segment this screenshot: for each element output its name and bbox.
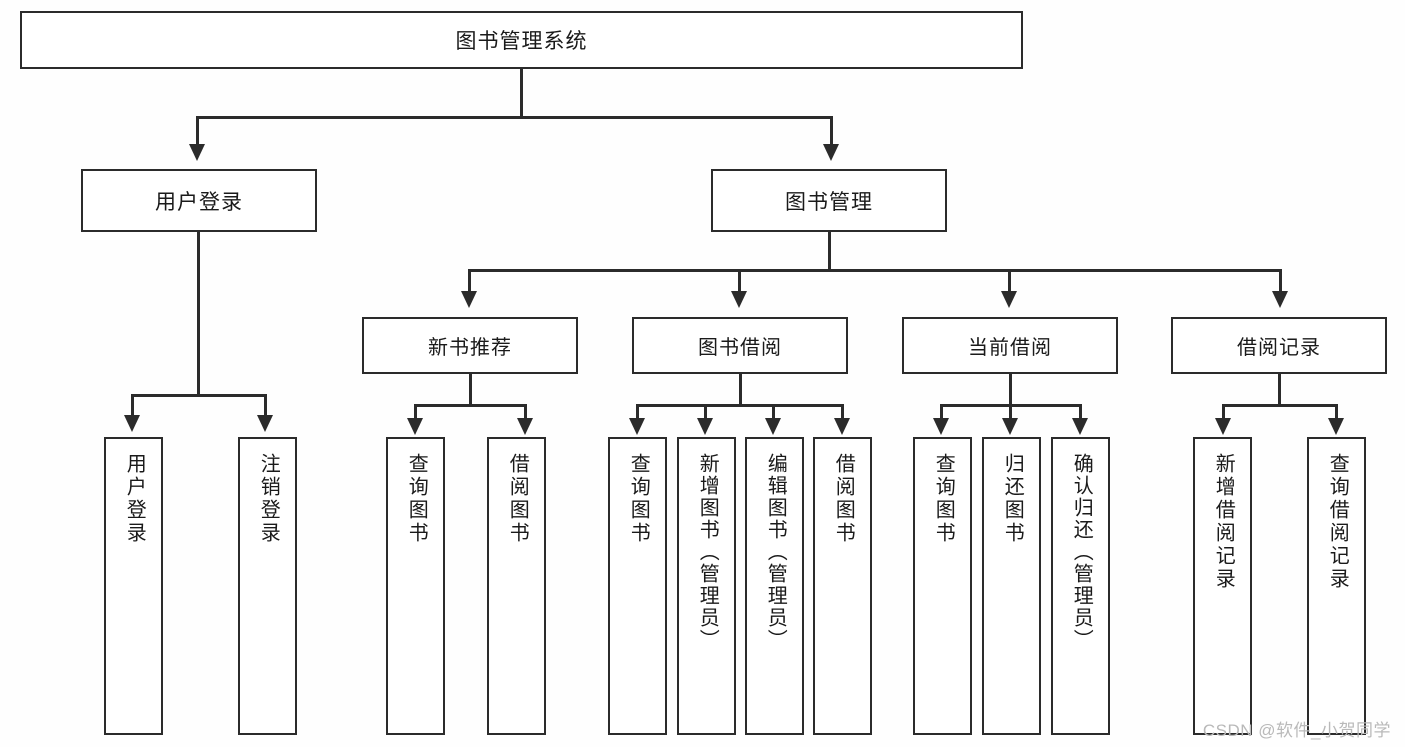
node-label: 图书管理 [785,190,873,214]
leaf-logout[interactable]: 注销登录 [238,437,297,735]
arrowhead-login-to-leaf0 [124,415,140,432]
node-book-management[interactable]: 图书管理 [711,169,947,232]
leaf-query-book-current[interactable]: 查询图书 [913,437,972,735]
node-label: 用户登录 [123,453,146,545]
edge-current-stem [1009,374,1012,406]
leaf-query-book-recommend[interactable]: 查询图书 [386,437,445,735]
edge-records-bus [1222,404,1338,407]
edge-records-to-leaf11 [1222,404,1225,420]
edge-login-to-leaf1 [264,394,267,417]
edge-borrow-to-leaf5 [704,404,707,420]
arrowhead-newbook-to-leaf3 [517,418,533,435]
node-label: 当前借阅 [968,337,1052,359]
arrowhead-records-to-leaf11 [1215,418,1231,435]
leaf-add-borrow-record[interactable]: 新增借阅记录 [1193,437,1252,735]
edge-bookmgmt-bus [468,269,1282,272]
arrowhead-root-to-bookmgmt [823,144,839,161]
edge-records-to-leaf12 [1335,404,1338,420]
node-label: 查询图书 [627,453,650,545]
leaf-query-book-borrow[interactable]: 查询图书 [608,437,667,735]
edge-borrow-to-leaf7 [841,404,844,420]
edge-newbook-to-leaf3 [524,404,527,420]
leaf-return-book[interactable]: 归还图书 [982,437,1041,735]
edge-current-to-leaf8 [940,404,943,420]
node-label: 注销登录 [257,453,280,545]
leaf-borrow-book[interactable]: 借阅图书 [813,437,872,735]
edge-current-to-leaf10 [1079,404,1082,420]
node-root-system[interactable]: 图书管理系统 [20,11,1023,69]
edge-bookmgmt-to-borrow [738,269,741,293]
edge-newbook-bus [414,404,527,407]
edge-bookmgmt-stem [828,232,831,271]
arrowhead-current-to-leaf9 [1002,418,1018,435]
arrowhead-root-to-login [189,144,205,161]
node-label: 新增借阅记录 [1212,453,1235,591]
arrowhead-borrow-to-leaf7 [834,418,850,435]
edge-root-bus [196,116,833,119]
arrowhead-borrow-to-leaf5 [697,418,713,435]
edge-root-to-bookmgmt [830,116,833,146]
arrowhead-current-to-leaf8 [933,418,949,435]
arrowhead-current-to-leaf10 [1072,418,1088,435]
node-label: 新增图书（管理员） [696,453,719,651]
arrowhead-borrow-to-leaf4 [629,418,645,435]
arrowhead-bookmgmt-to-borrow [731,291,747,308]
node-label: 用户登录 [155,190,243,214]
node-book-borrow[interactable]: 图书借阅 [632,317,848,374]
edge-login-stem [197,232,200,396]
arrowhead-borrow-to-leaf6 [765,418,781,435]
arrowhead-login-to-leaf1 [257,415,273,432]
edge-borrow-to-leaf6 [772,404,775,420]
edge-login-bus [131,394,266,397]
node-label: 借阅记录 [1237,337,1321,359]
edge-newbook-stem [469,374,472,406]
node-label: 新书推荐 [428,337,512,359]
edge-borrow-bus [636,404,844,407]
leaf-borrow-book-recommend[interactable]: 借阅图书 [487,437,546,735]
node-label: 图书借阅 [698,337,782,359]
node-label: 查询图书 [932,453,955,545]
node-current-borrow[interactable]: 当前借阅 [902,317,1118,374]
node-label: 图书管理系统 [455,30,588,53]
node-user-login[interactable]: 用户登录 [81,169,317,232]
arrowhead-bookmgmt-to-newbook [461,291,477,308]
edge-root-to-login [196,116,199,146]
edge-borrow-stem [739,374,742,406]
node-label: 借阅图书 [506,453,529,545]
node-label: 借阅图书 [832,453,855,545]
node-label: 查询借阅记录 [1326,453,1349,591]
edge-root-stem [520,69,523,118]
edge-newbook-to-leaf2 [414,404,417,420]
edge-bookmgmt-to-records [1279,269,1282,293]
node-label: 编辑图书（管理员） [764,453,787,651]
arrowhead-bookmgmt-to-current [1001,291,1017,308]
leaf-confirm-return-admin[interactable]: 确认归还（管理员） [1051,437,1110,735]
node-borrow-records[interactable]: 借阅记录 [1171,317,1387,374]
node-label: 归还图书 [1001,453,1024,545]
leaf-query-borrow-record[interactable]: 查询借阅记录 [1307,437,1366,735]
arrowhead-records-to-leaf12 [1328,418,1344,435]
node-label: 确认归还（管理员） [1070,453,1093,651]
arrowhead-bookmgmt-to-records [1272,291,1288,308]
edge-login-to-leaf0 [131,394,134,417]
leaf-user-login[interactable]: 用户登录 [104,437,163,735]
edge-bookmgmt-to-newbook [468,269,471,293]
edge-current-to-leaf9 [1009,404,1012,420]
arrowhead-newbook-to-leaf2 [407,418,423,435]
node-new-book-recommend[interactable]: 新书推荐 [362,317,578,374]
edge-bookmgmt-to-current [1008,269,1011,293]
edge-records-stem [1278,374,1281,406]
leaf-add-book-admin[interactable]: 新增图书（管理员） [677,437,736,735]
node-label: 查询图书 [405,453,428,545]
leaf-edit-book-admin[interactable]: 编辑图书（管理员） [745,437,804,735]
edge-borrow-to-leaf4 [636,404,639,420]
